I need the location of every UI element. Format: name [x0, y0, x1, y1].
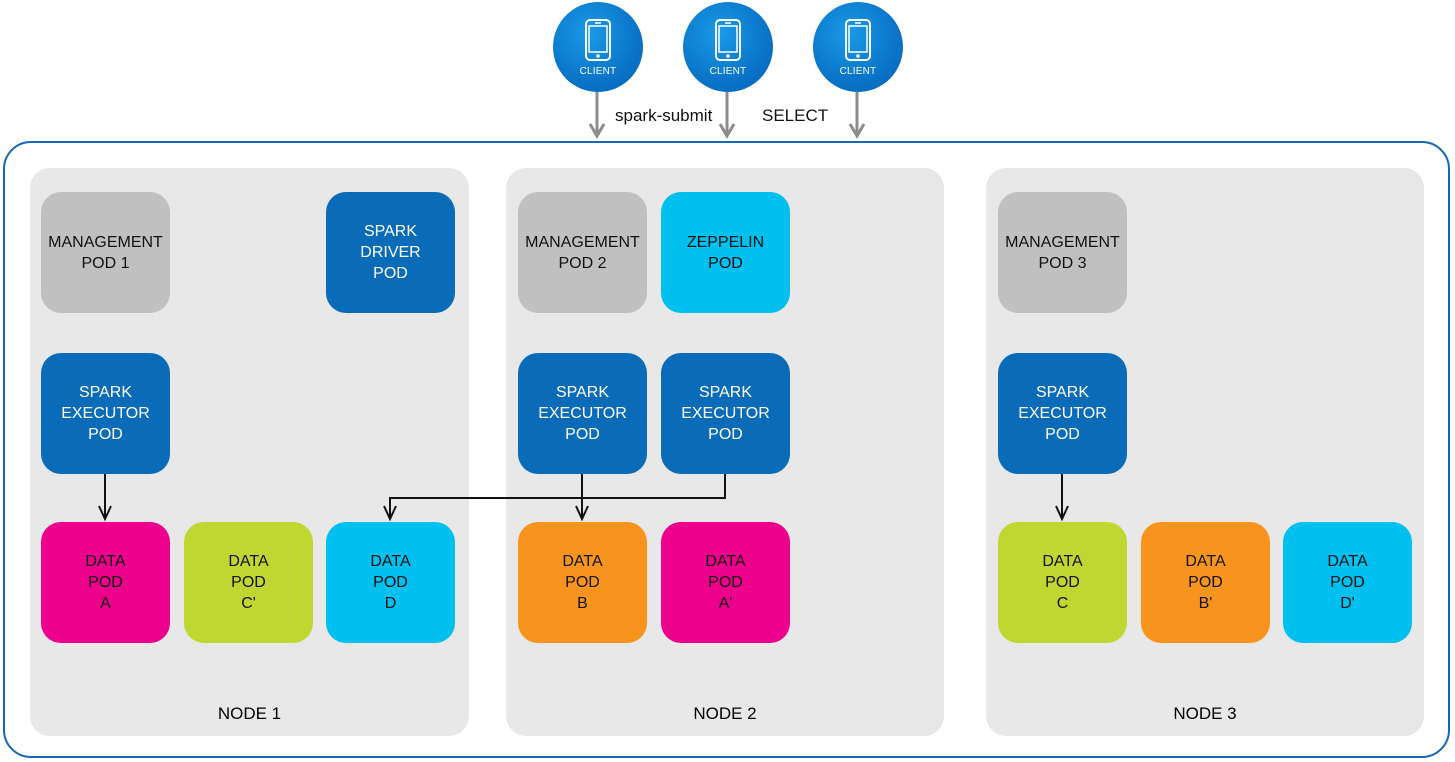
- data-pod-d-prime: DATA POD D': [1283, 522, 1412, 643]
- client-2-arrowhead: [718, 123, 736, 139]
- smartphone-icon: [715, 18, 741, 61]
- management-pod-3: MANAGEMENT POD 3: [998, 192, 1127, 313]
- data-pod-a-prime: DATA POD A': [661, 522, 790, 643]
- smartphone-icon: [585, 18, 611, 61]
- spark-driver-pod: SPARK DRIVER POD: [326, 192, 455, 313]
- client-1-arrowhead: [588, 123, 606, 139]
- client-label: CLIENT: [579, 65, 617, 77]
- node-label: NODE 1: [217, 704, 282, 723]
- spark-submit-label: spark-submit: [615, 106, 713, 125]
- smartphone-icon: [845, 18, 871, 61]
- client-3-arrowhead: [848, 123, 866, 139]
- spark-executor-pod-node1: SPARK EXECUTOR POD: [41, 353, 170, 474]
- client-1: CLIENT: [553, 2, 643, 92]
- management-pod-1: MANAGEMENT POD 1: [41, 192, 170, 313]
- client-label: CLIENT: [709, 65, 747, 77]
- spark-executor-pod-node2-b: SPARK EXECUTOR POD: [661, 353, 790, 474]
- data-pod-d: DATA POD D: [326, 522, 455, 643]
- spark-executor-pod-node2-a: SPARK EXECUTOR POD: [518, 353, 647, 474]
- data-pod-c: DATA POD C: [998, 522, 1127, 643]
- select-label: SELECT: [762, 106, 829, 125]
- data-pod-b-prime: DATA POD B': [1141, 522, 1270, 643]
- spark-executor-pod-node3: SPARK EXECUTOR POD: [998, 353, 1127, 474]
- data-pod-a: DATA POD A: [41, 522, 170, 643]
- management-pod-2: MANAGEMENT POD 2: [518, 192, 647, 313]
- node-label: NODE 3: [1173, 704, 1237, 723]
- client-2: CLIENT: [683, 2, 773, 92]
- client-3: CLIENT: [813, 2, 903, 92]
- node-label: NODE 2: [693, 704, 757, 723]
- zeppelin-pod: ZEPPELIN POD: [661, 192, 790, 313]
- data-pod-b: DATA POD B: [518, 522, 647, 643]
- client-label: CLIENT: [839, 65, 877, 77]
- data-pod-c-prime: DATA POD C': [184, 522, 313, 643]
